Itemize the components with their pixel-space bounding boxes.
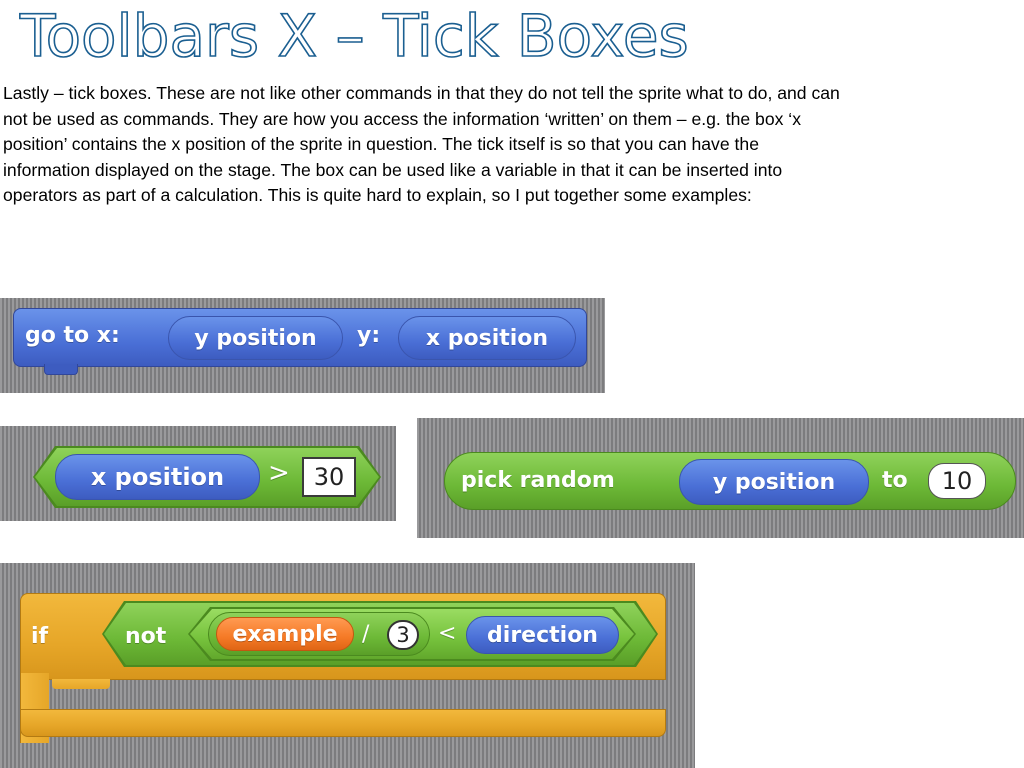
example-compare-panel: x position > 30 [0,426,396,521]
example-variable[interactable]: example [216,617,354,651]
y-separator-label: y: [357,323,381,348]
pick-random-label: pick random [461,468,615,493]
not-label: not [125,624,167,649]
x-position-reporter[interactable]: x position [55,454,260,500]
example-pick-random-panel: pick random y position to 10 [417,418,1024,538]
x-position-reporter[interactable]: x position [398,316,576,360]
if-notch [52,679,110,689]
greater-than-operator: > [268,458,290,488]
block-bottom-tab [44,364,78,375]
value-input-30[interactable]: 30 [302,457,356,497]
slide-title: Toolbars X – Tick Boxes [19,1,689,71]
y-position-reporter[interactable]: y position [168,316,343,360]
to-label: to [882,468,908,493]
if-block-footer [20,709,666,737]
direction-reporter[interactable]: direction [466,616,619,654]
less-than-operator: < [438,621,457,646]
y-position-reporter[interactable]: y position [679,459,869,505]
example-if-panel: if not example / 3 < direction [0,563,695,768]
example-go-to-panel: go to x: y position y: x position [0,298,605,393]
body-paragraph: Lastly – tick boxes. These are not like … [3,83,840,205]
if-label: if [31,624,49,649]
value-input-3[interactable]: 3 [387,620,419,650]
value-input-10[interactable]: 10 [928,463,986,499]
divide-operator: / [362,622,370,647]
go-to-label: go to x: [25,323,120,348]
